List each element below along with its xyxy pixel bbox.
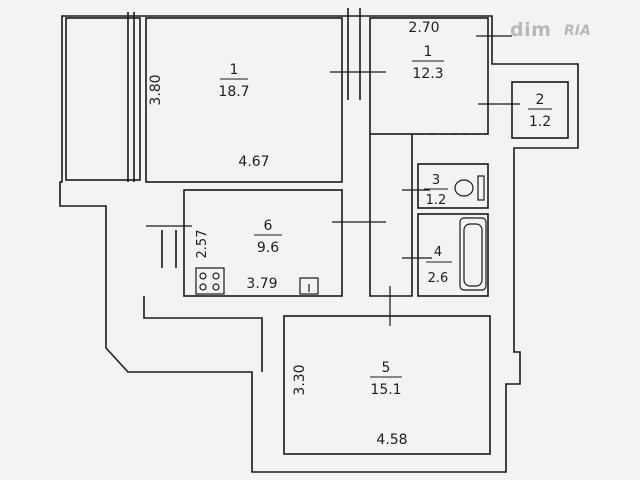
dim-room-1-height: 3.80 (148, 74, 164, 105)
window-room-1 (127, 12, 135, 182)
sink-icon (299, 277, 319, 295)
window-kitchen (161, 230, 177, 268)
room-3-toilet-outline (417, 163, 489, 209)
room-3-area: 1.2 (426, 193, 447, 208)
dim-room-1-small-width: 2.70 (408, 20, 439, 36)
dim-room-6-width: 3.79 (246, 276, 277, 292)
room-2-number: 2 (536, 92, 545, 108)
corridor-outline (369, 134, 413, 297)
room-1-small-number: 1 (424, 44, 433, 60)
room-1-large-number: 1 (230, 62, 239, 78)
room-2-area: 1.2 (529, 114, 551, 130)
room-6-area: 9.6 (257, 240, 279, 256)
bathtub-icon (459, 217, 487, 291)
dim-room-1-width: 4.67 (238, 154, 269, 170)
room-3-number: 3 (432, 173, 440, 188)
room-6-kitchen-outline (183, 189, 343, 297)
room-6-number: 6 (264, 218, 273, 234)
dim-room-6-height: 2.57 (195, 230, 210, 259)
room-4-area: 2.6 (428, 271, 449, 286)
room-4-number: 4 (434, 245, 442, 260)
room-5-area: 15.1 (370, 382, 401, 398)
stove-icon (195, 267, 225, 295)
room-5-number: 5 (382, 360, 391, 376)
outer-wall-outline (59, 15, 579, 473)
room-4-bathroom-outline (417, 213, 489, 297)
watermark-brand-suffix: RIA (564, 23, 591, 39)
room-1-small-area: 12.3 (412, 66, 443, 82)
dim-room-5-height: 3.30 (292, 364, 308, 395)
room-1-large-outline (145, 17, 343, 183)
room-5-outline (283, 315, 491, 455)
left-balcony-outline (65, 17, 141, 181)
watermark-logo: dim RIA (496, 14, 618, 48)
watermark-brand: dim (510, 19, 552, 41)
toilet-icon (477, 175, 485, 201)
window-room-1-small (347, 8, 361, 100)
dim-room-5-width: 4.58 (376, 432, 407, 448)
room-2-balcony-outline (511, 81, 569, 139)
hall-outline (143, 296, 263, 372)
room-1-large-area: 18.7 (218, 84, 249, 100)
